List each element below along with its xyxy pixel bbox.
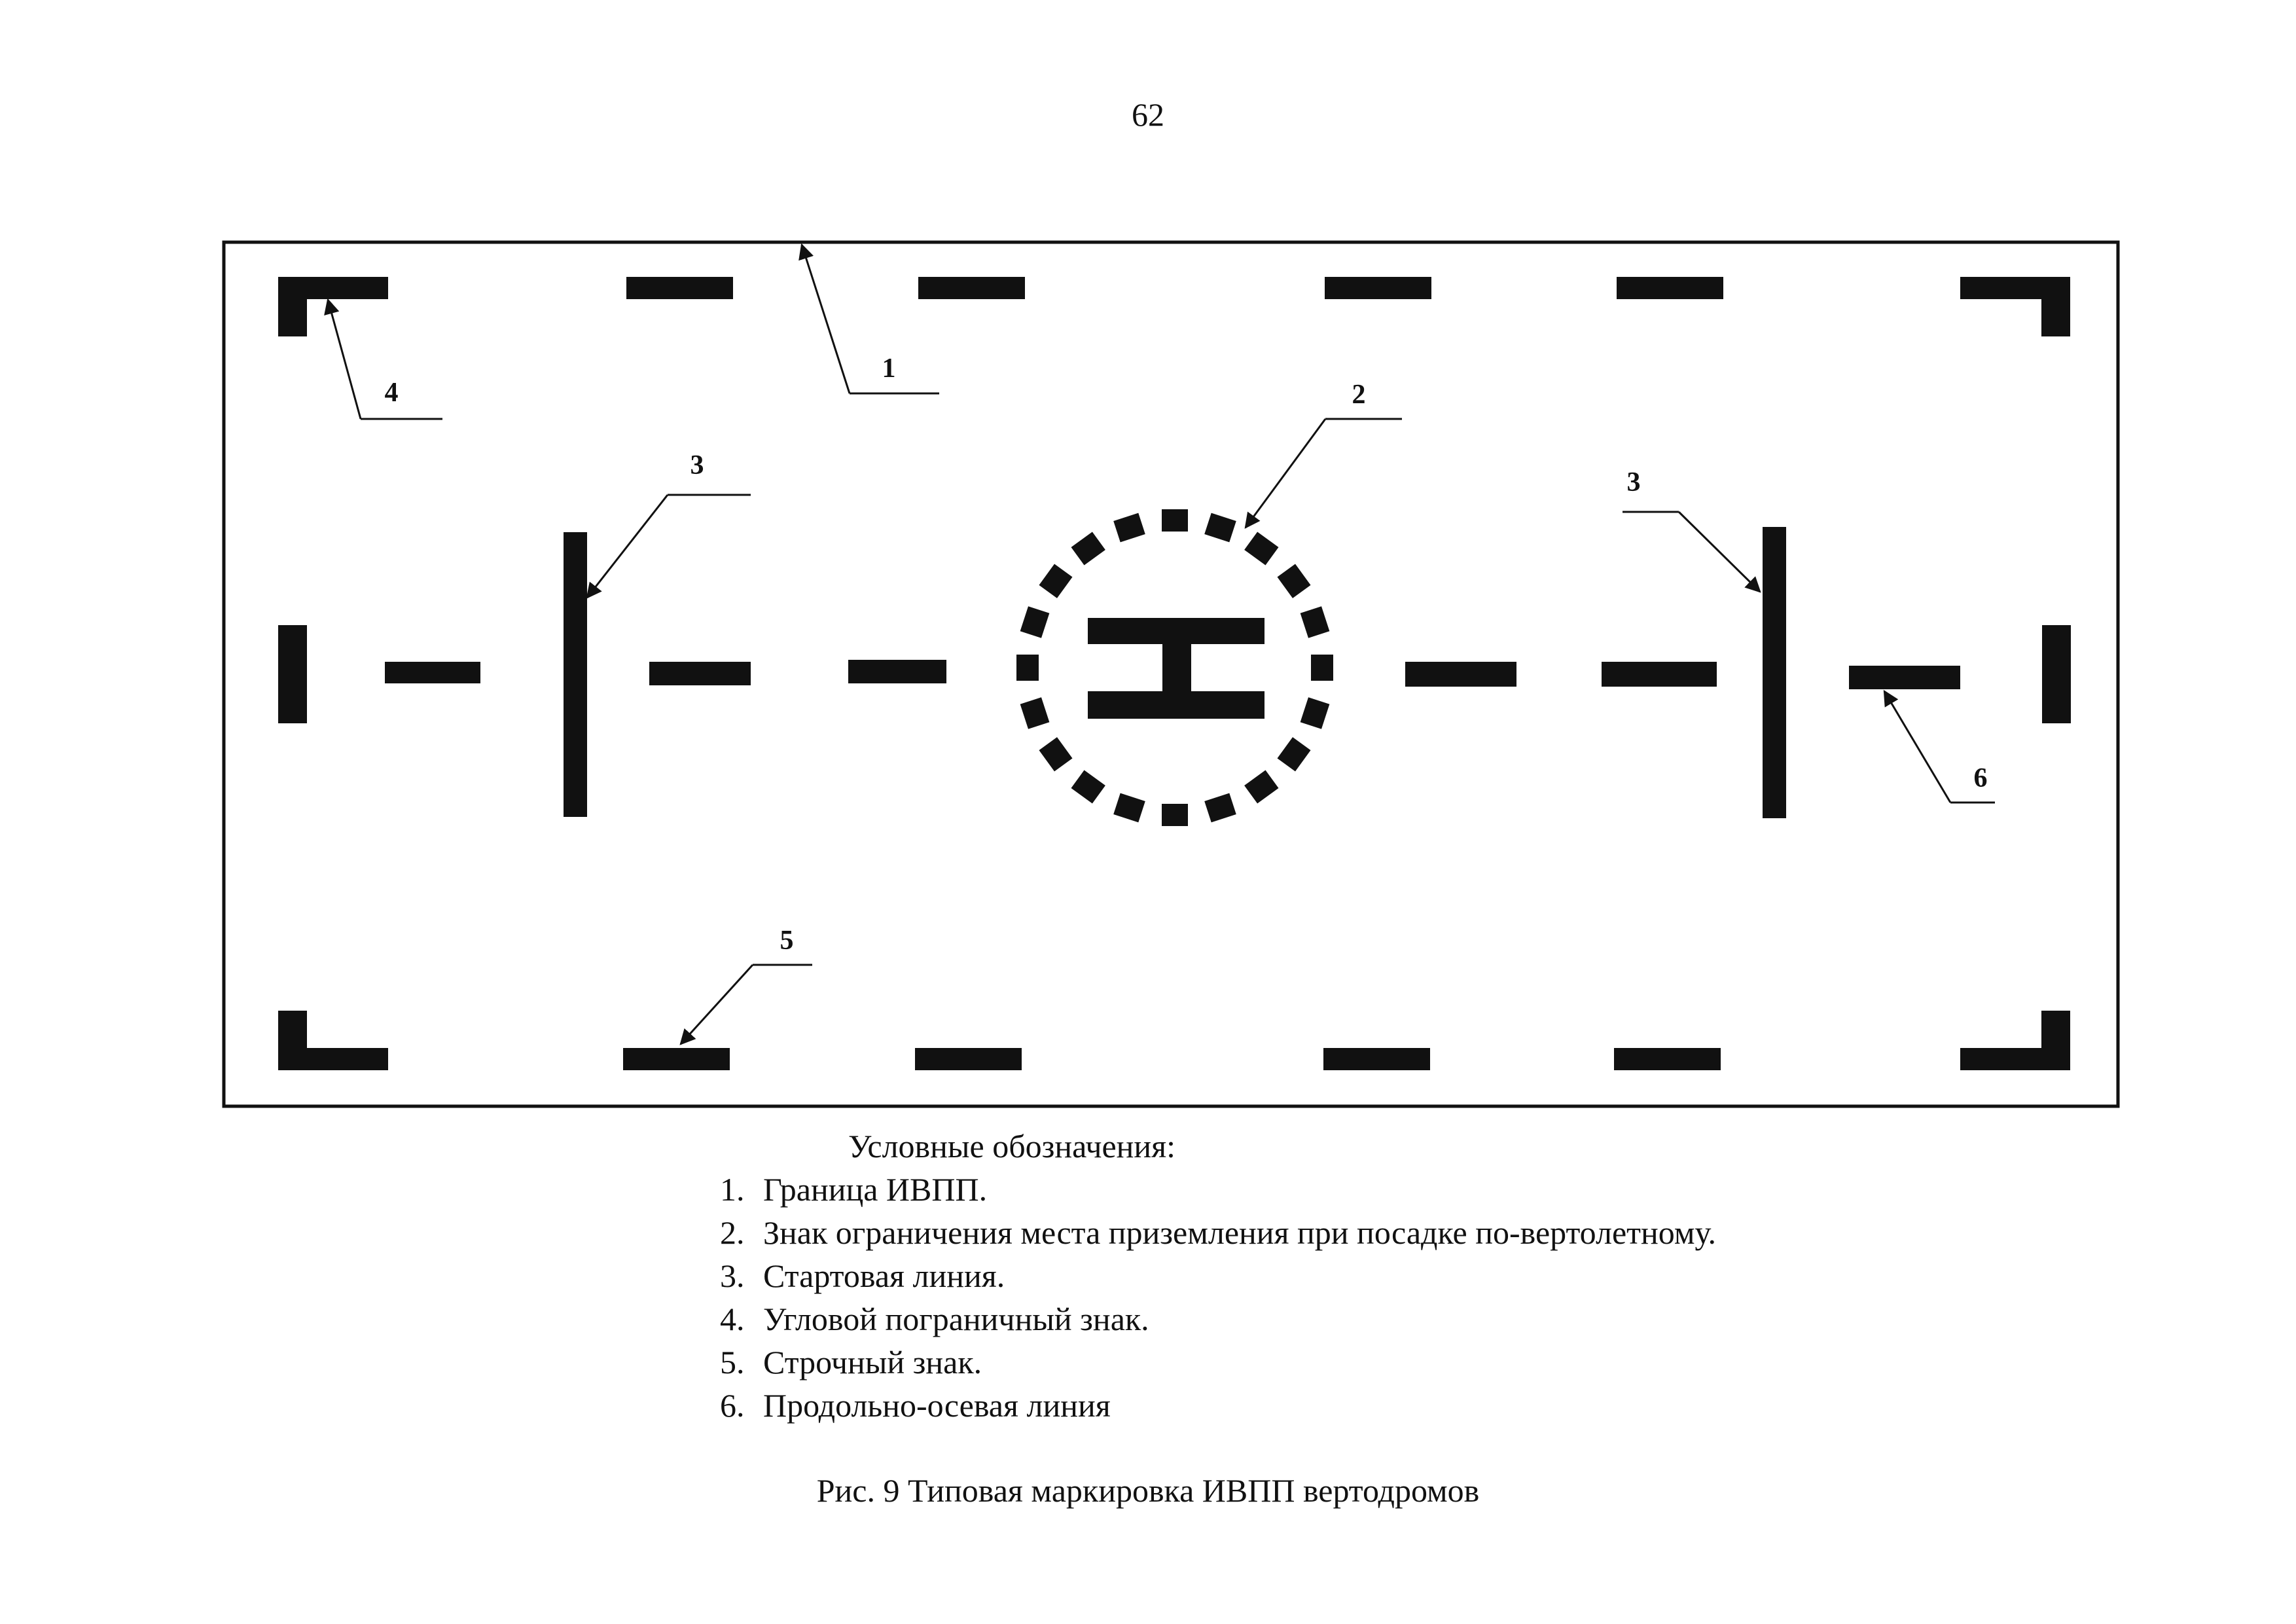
- row-mark: [1323, 1048, 1430, 1070]
- callout-leader-5: [679, 964, 812, 1045]
- callout-leader-6: [1883, 689, 1995, 804]
- runway-boundary: [222, 240, 2120, 1108]
- circle-dash: [1300, 697, 1330, 729]
- circle-dash: [1162, 509, 1188, 532]
- legend-item-number: 5.: [720, 1344, 745, 1380]
- legend-item-text: Строчный знак.: [763, 1344, 982, 1380]
- callout-label-3-right: 3: [1627, 467, 1641, 497]
- page-number: 62: [1132, 96, 1164, 133]
- centerline-dash: [848, 660, 946, 683]
- callout-label-4: 4: [385, 378, 399, 408]
- legend-item: 4. Угловой пограничный знак.: [720, 1297, 1716, 1341]
- callout-label-6: 6: [1974, 763, 1988, 793]
- callout-leader-3-left: [586, 494, 751, 599]
- legend-item-number: 3.: [720, 1257, 745, 1294]
- row-mark: [623, 1048, 730, 1070]
- legend-title: Условные обозначения:: [848, 1128, 1176, 1164]
- touchdown-limit-circle: [1016, 509, 1333, 826]
- centerline-dash: [1602, 662, 1717, 687]
- circle-dash: [1244, 770, 1279, 804]
- end-mark-right: [2042, 625, 2071, 723]
- legend-item: 6. Продольно-осевая линия: [720, 1384, 1716, 1427]
- callout-leader-1: [798, 243, 939, 395]
- circle-dash: [1071, 532, 1105, 566]
- corner-mark-bottom-left: [278, 1011, 388, 1070]
- circle-dash: [1039, 737, 1073, 772]
- callout-label-3-left: 3: [691, 450, 704, 480]
- callout-label-1: 1: [882, 353, 896, 384]
- figure-caption: Рис. 9 Типовая маркировка ИВПП вертодром…: [816, 1472, 1480, 1509]
- legend-item-text: Продольно-осевая линия: [763, 1387, 1111, 1424]
- legend-item-text: Знак ограничения места приземления при п…: [763, 1214, 1716, 1251]
- legend-list: 1. Граница ИВПП. 2. Знак ограничения места…: [720, 1168, 1716, 1427]
- legend-item: 3. Стартовая линия.: [720, 1254, 1716, 1297]
- legend-item: 5. Строчный знак.: [720, 1341, 1716, 1384]
- legend-item-text: Стартовая линия.: [763, 1257, 1005, 1294]
- centerline-dash: [1405, 662, 1516, 687]
- corner-mark-bottom-right: [1960, 1011, 2070, 1070]
- legend-item-text: Граница ИВПП.: [763, 1171, 988, 1208]
- start-line-right: [1763, 527, 1786, 818]
- centerline-dash: [649, 662, 751, 685]
- circle-dash: [1277, 737, 1311, 772]
- helipad-h-marking: [1088, 618, 1265, 719]
- circle-dash: [1039, 564, 1073, 598]
- row-mark: [1614, 1048, 1721, 1070]
- runway-end-marks: [278, 625, 2071, 723]
- circle-dash: [1162, 804, 1188, 826]
- legend-item-number: 6.: [720, 1387, 745, 1424]
- circle-dash: [1016, 655, 1039, 681]
- row-marks-bottom: [623, 1048, 1721, 1070]
- legend-item-number: 2.: [720, 1214, 745, 1251]
- circle-dash: [1020, 606, 1050, 638]
- callout-leader-3-right: [1623, 511, 1761, 593]
- legend-item-number: 4.: [720, 1301, 745, 1337]
- circle-dash: [1071, 770, 1105, 804]
- corner-mark-top-left: [278, 277, 388, 336]
- legend-item-text: Угловой пограничный знак.: [763, 1301, 1149, 1337]
- circle-dash: [1300, 606, 1330, 638]
- corner-mark-top-right: [1960, 277, 2070, 336]
- circle-dash: [1244, 532, 1279, 566]
- helipad-marking-diagram: 1 2 3 3 4 5 6: [222, 240, 2120, 1108]
- circle-dash: [1020, 697, 1050, 729]
- circle-dash: [1311, 655, 1333, 681]
- centerline-dash: [1849, 666, 1960, 689]
- callout-leader-4: [324, 298, 442, 420]
- row-mark: [1325, 277, 1431, 299]
- row-mark: [626, 277, 733, 299]
- legend-item: 2. Знак ограничения места приземления при…: [720, 1211, 1716, 1254]
- callout-label-2: 2: [1352, 380, 1366, 410]
- circle-dash: [1277, 564, 1311, 598]
- callout-label-5: 5: [780, 926, 794, 956]
- circle-dash: [1204, 513, 1236, 543]
- legend-item: 1. Граница ИВПП.: [720, 1168, 1716, 1211]
- row-mark: [1617, 277, 1723, 299]
- row-mark: [918, 277, 1025, 299]
- corner-marks: [278, 277, 2070, 1070]
- row-marks-top: [626, 277, 1723, 299]
- centerline-dash: [385, 662, 480, 683]
- start-lines: [564, 527, 1786, 818]
- circle-dash: [1113, 513, 1145, 543]
- legend-item-number: 1.: [720, 1171, 745, 1208]
- callout-leader-2: [1244, 418, 1402, 529]
- circle-dash: [1204, 793, 1236, 823]
- callout-leaders: [324, 243, 1995, 1045]
- circle-dash: [1113, 793, 1145, 823]
- start-line-left: [564, 532, 587, 817]
- row-mark: [915, 1048, 1022, 1070]
- centerline: [385, 660, 1960, 689]
- end-mark-left: [278, 625, 307, 723]
